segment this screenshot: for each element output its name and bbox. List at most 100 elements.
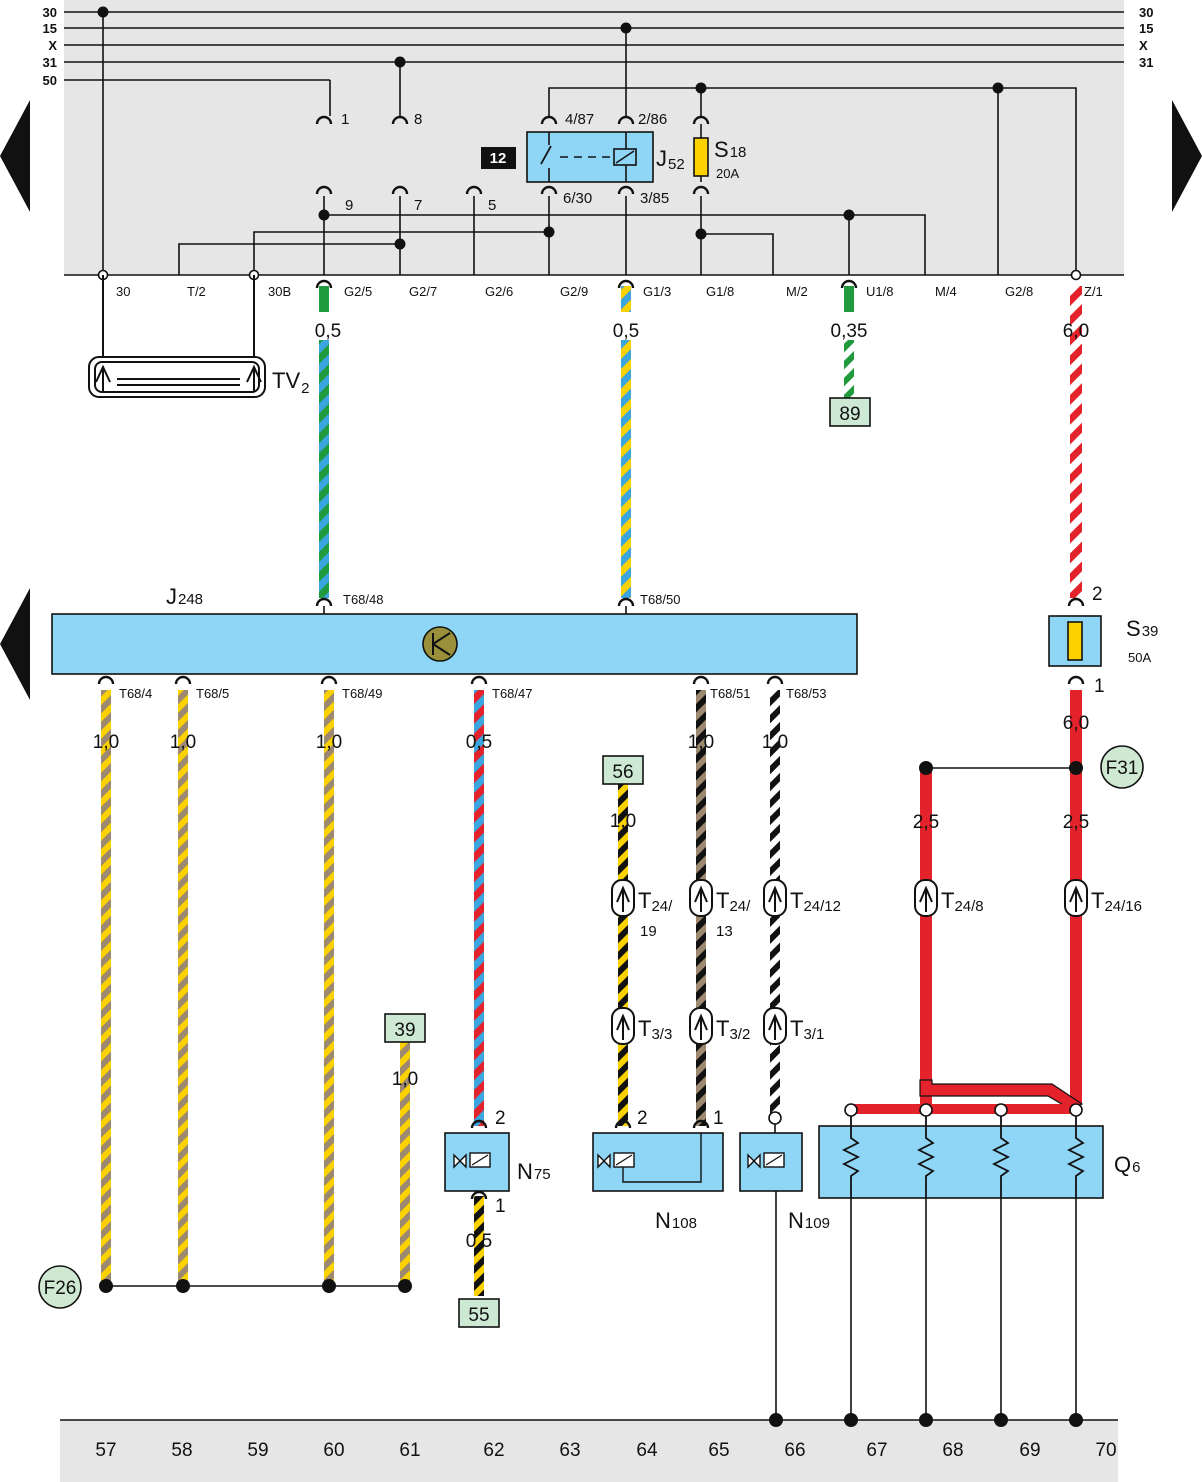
wire-39 — [400, 1040, 410, 1286]
wire-g13 — [621, 340, 631, 598]
tv2-label: TV2 — [272, 368, 309, 397]
wire-t6847 — [474, 690, 484, 1126]
wire-q6-feed — [919, 1079, 1084, 1111]
fuse-s39-rating: 50A — [1128, 650, 1151, 665]
conn-t2419-sub2: 19 — [640, 923, 657, 940]
wire-branch — [920, 768, 932, 1104]
inline-connectors — [611, 879, 1088, 1045]
conn-t2419-label: T24/ — [638, 888, 673, 915]
gauge-t5: 1,0 — [170, 732, 196, 753]
panel-term-m2: M/2 — [786, 284, 808, 299]
relay-pin-286: 2/86 — [638, 111, 667, 128]
wire-t6849 — [324, 690, 334, 1286]
conn-t248-label: T24/8 — [941, 888, 984, 915]
rail-label-15-right: 15 — [1139, 21, 1153, 36]
panel-term-t2: T/2 — [187, 284, 206, 299]
col-64: 64 — [636, 1440, 658, 1461]
q6-label: Q6 — [1114, 1152, 1140, 1177]
right-arrow-icon[interactable] — [1172, 100, 1202, 212]
bus-rails — [64, 11, 1124, 276]
relay-position-badge — [481, 147, 516, 169]
rail-label-30: 30 — [43, 5, 57, 20]
wire-z1 — [1070, 286, 1082, 598]
rail-label-50: 50 — [43, 73, 57, 88]
relay-pin-487: 4/87 — [565, 111, 594, 128]
ref-56[interactable]: 56 — [602, 755, 644, 785]
wire-t684 — [101, 690, 111, 1286]
wires — [101, 286, 1082, 1296]
tv2-connector[interactable] — [88, 275, 266, 398]
fuse-s39-pin-top: 2 — [1092, 584, 1103, 605]
ecu-pin-53: T68/53 — [786, 686, 826, 701]
ref-39[interactable]: 39 — [384, 1013, 426, 1043]
panel-term-g28: G2/8 — [1005, 284, 1033, 299]
col-61: 61 — [399, 1440, 420, 1461]
panel-term-u18: U1/8 — [866, 284, 893, 299]
relay-pin-630: 6/30 — [563, 190, 592, 207]
glow-plugs-q6[interactable] — [818, 1103, 1104, 1199]
svg-text:55: 55 — [468, 1305, 489, 1326]
rail-label-x-right: X — [1139, 38, 1148, 53]
ecu-pin-49: T68/49 — [342, 686, 382, 701]
conn-t2413-sub2: 13 — [716, 923, 733, 940]
col-68: 68 — [942, 1440, 963, 1461]
wire-g25 — [319, 340, 329, 598]
branch-lines — [60, 767, 1118, 1421]
fuse-s18[interactable] — [692, 115, 710, 196]
transistor-icon — [422, 626, 458, 662]
ref-55[interactable]: 55 — [458, 1298, 500, 1328]
panel-term-g27: G2/7 — [409, 284, 437, 299]
gauge-g25: 0,5 — [315, 321, 341, 342]
col-67: 67 — [866, 1440, 887, 1461]
ecu-j248[interactable] — [51, 597, 858, 675]
panel-term-g13: G1/3 — [643, 284, 671, 299]
conn-t2412-label: T24/12 — [790, 888, 841, 915]
valve-n75[interactable] — [444, 1119, 510, 1201]
conn-t31-label: T3/1 — [790, 1016, 824, 1043]
gauge-fuse-out: 6,0 — [1063, 713, 1089, 734]
col-57: 57 — [95, 1440, 116, 1461]
ref-89[interactable]: 89 — [829, 397, 871, 427]
gauge-t51: 1,0 — [688, 732, 714, 753]
socket-term-5: 5 — [488, 197, 496, 214]
n109-label: N109 — [788, 1208, 830, 1233]
fuse-s39[interactable] — [1048, 597, 1102, 686]
panel-term-g29: G2/9 — [560, 284, 588, 299]
valve-n109[interactable] — [739, 1111, 803, 1192]
socket-term-1: 1 — [341, 111, 349, 128]
ecu-pin-4: T68/4 — [119, 686, 152, 701]
n75-label: N75 — [517, 1159, 551, 1184]
gauge-w56: 1,0 — [610, 811, 636, 832]
wire-g25-stub — [319, 286, 329, 312]
bottom-strip — [60, 1420, 1118, 1482]
relay-pin-385: 3/85 — [640, 190, 669, 207]
left-arrow-icon-2[interactable] — [0, 588, 30, 700]
left-arrow-icon[interactable] — [0, 100, 30, 212]
ecu-pin-48: T68/48 — [343, 592, 383, 607]
relay-label: J52 — [656, 146, 685, 173]
wire-g13-stub — [621, 286, 631, 312]
gauge-t49: 1,0 — [316, 732, 342, 753]
ref-f31[interactable]: F31 — [1100, 745, 1144, 789]
conn-t33-label: T3/3 — [638, 1016, 672, 1043]
socket-term-7: 7 — [414, 197, 422, 214]
wire-56 — [618, 780, 628, 1126]
valve-n108[interactable] — [592, 1119, 724, 1192]
panel-term-30: 30 — [116, 284, 130, 299]
conn-t2416-label: T24/16 — [1091, 888, 1142, 915]
panel-terminal-labels: 30 T/2 30B G2/5 G2/7 G2/6 G2/9 G1/3 G1/8… — [116, 284, 1103, 299]
ref-f26[interactable]: F26 — [38, 1265, 82, 1309]
svg-text:89: 89 — [839, 404, 860, 425]
col-58: 58 — [171, 1440, 192, 1461]
rail-label-31-right: 31 — [1139, 55, 1153, 70]
wire-t685 — [178, 690, 188, 1286]
socket-term-9: 9 — [345, 197, 353, 214]
col-70: 70 — [1095, 1440, 1116, 1461]
fuse-s39-pin-bottom: 1 — [1094, 676, 1105, 697]
relay-j52[interactable] — [526, 115, 654, 196]
ecu-bottom-pin-cups — [97, 675, 784, 686]
gauge-u18: 0,35 — [831, 321, 868, 342]
panel-wiring — [102, 12, 1077, 275]
svg-text:39: 39 — [394, 1020, 415, 1041]
n75-pin-top: 2 — [495, 1108, 506, 1129]
